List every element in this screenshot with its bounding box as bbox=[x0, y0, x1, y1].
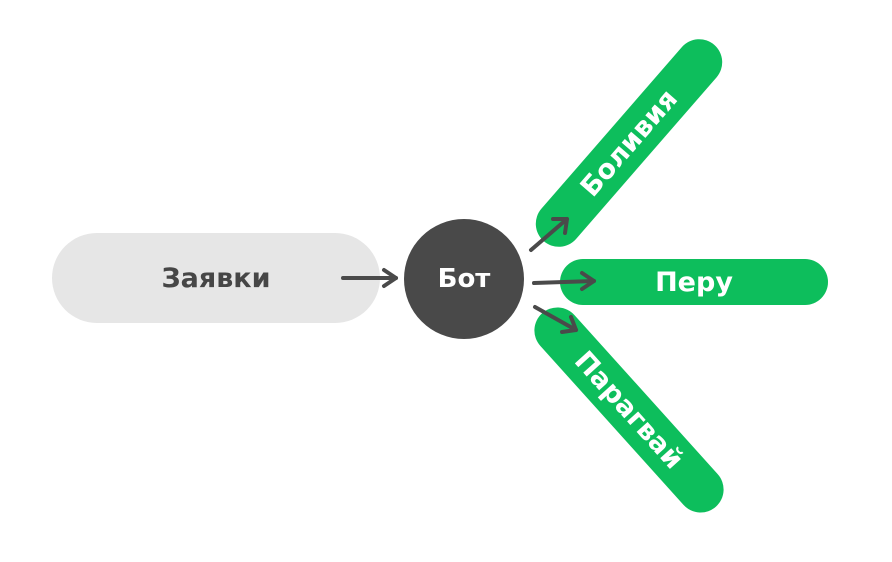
hub-node-bot: Бот bbox=[404, 219, 524, 339]
target-label: Перу bbox=[655, 266, 733, 298]
source-node-zayavki: Заявки bbox=[52, 233, 380, 323]
hub-label: Бот bbox=[437, 264, 491, 294]
source-label: Заявки bbox=[161, 262, 271, 294]
arrow-bot-to-bolivia bbox=[529, 217, 569, 252]
arrow-source-to-bot bbox=[341, 268, 398, 288]
target-node-peru: Перу bbox=[560, 259, 828, 305]
arrow-bot-to-peru bbox=[532, 271, 596, 291]
arrow-bot-to-paraguay bbox=[533, 305, 578, 334]
